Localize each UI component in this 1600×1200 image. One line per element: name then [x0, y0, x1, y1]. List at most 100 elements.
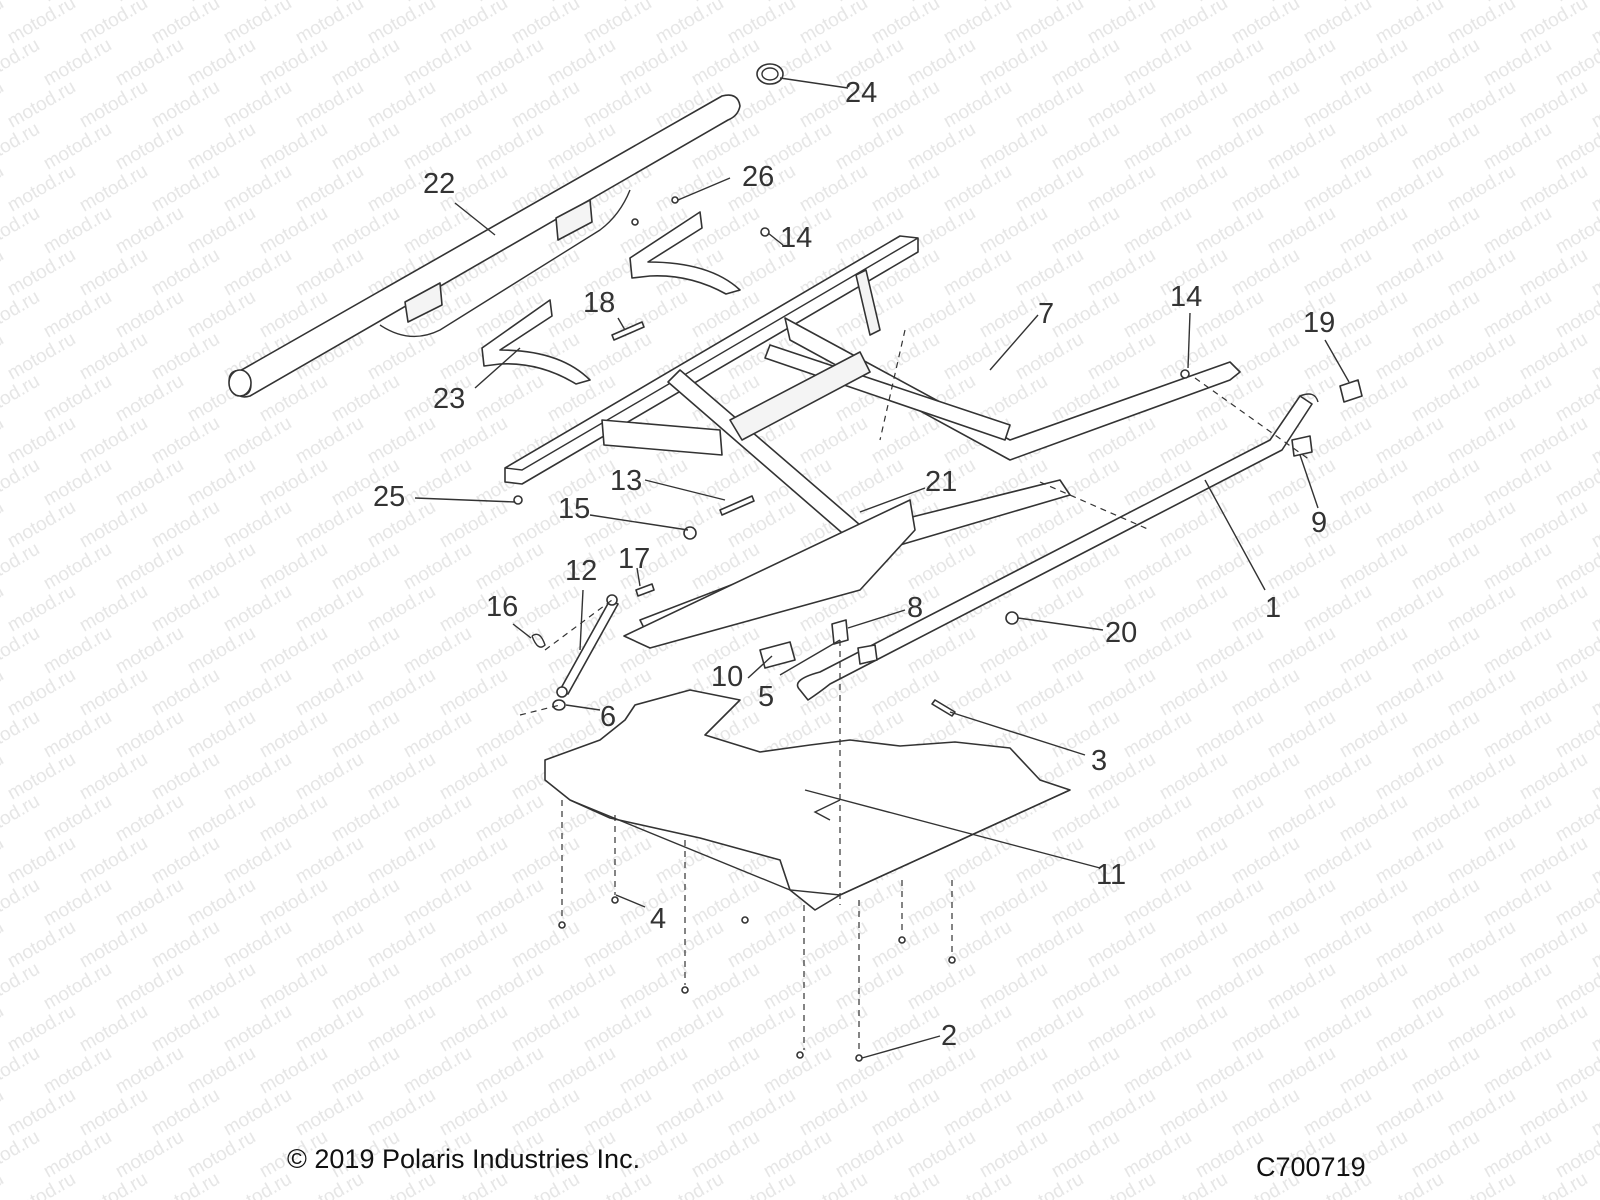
- watermark-text: motod.ru: [472, 707, 547, 763]
- watermark-text: motod.ru: [1516, 77, 1591, 133]
- watermark-text: motod.ru: [0, 161, 7, 217]
- watermark-text: motod.ru: [1120, 1127, 1195, 1183]
- watermark-text: motod.ru: [148, 161, 223, 217]
- watermark-text: motod.ru: [148, 413, 223, 469]
- watermark-text: motod.ru: [76, 0, 151, 48]
- watermark-text: motod.ru: [1408, 875, 1483, 931]
- watermark-text: motod.ru: [472, 959, 547, 1015]
- callout-7: 7: [1038, 298, 1054, 330]
- callout-14a: 14: [780, 222, 812, 254]
- watermark-text: motod.ru: [976, 1043, 1051, 1099]
- watermark-text: motod.ru: [868, 77, 943, 133]
- watermark-text: motod.ru: [364, 1001, 439, 1057]
- watermark-text: motod.ru: [472, 35, 547, 91]
- watermark-text: motod.ru: [292, 1085, 367, 1141]
- watermark-text: motod.ru: [1120, 539, 1195, 595]
- watermark-text: motod.ru: [1336, 455, 1411, 511]
- watermark-text: motod.ru: [76, 665, 151, 721]
- watermark-text: motod.ru: [148, 1169, 223, 1200]
- watermark-text: motod.ru: [112, 371, 187, 427]
- watermark-text: motod.ru: [1408, 371, 1483, 427]
- watermark-text: motod.ru: [1480, 707, 1555, 763]
- watermark-text: motod.ru: [1372, 749, 1447, 805]
- watermark-text: motod.ru: [148, 665, 223, 721]
- watermark-text: motod.ru: [472, 371, 547, 427]
- watermark-text: motod.ru: [400, 119, 475, 175]
- watermark-text: motod.ru: [148, 245, 223, 301]
- watermark-text: motod.ru: [220, 833, 295, 889]
- watermark-text: motod.ru: [76, 917, 151, 973]
- watermark-text: motod.ru: [1408, 707, 1483, 763]
- callout-12: 12: [565, 555, 597, 587]
- watermark-text: motod.ru: [688, 1043, 763, 1099]
- watermark-text: motod.ru: [1192, 119, 1267, 175]
- watermark-text: motod.ru: [1372, 161, 1447, 217]
- watermark-text: motod.ru: [220, 1001, 295, 1057]
- watermark-text: motod.ru: [1228, 329, 1303, 385]
- watermark-text: motod.ru: [436, 77, 511, 133]
- watermark-text: motod.ru: [1264, 455, 1339, 511]
- hardware-fasteners: [513, 196, 1363, 1062]
- watermark-text: motod.ru: [292, 0, 367, 48]
- watermark-text: motod.ru: [1480, 203, 1555, 259]
- watermark-text: motod.ru: [1156, 833, 1231, 889]
- watermark-text: motod.ru: [1516, 749, 1591, 805]
- callout-21: 21: [925, 466, 957, 498]
- watermark-text: motod.ru: [1588, 833, 1600, 889]
- watermark-text: motod.ru: [940, 917, 1015, 973]
- watermark-text: motod.ru: [472, 791, 547, 847]
- watermark-text: motod.ru: [1372, 329, 1447, 385]
- watermark-text: motod.ru: [1480, 1043, 1555, 1099]
- watermark-text: motod.ru: [1192, 875, 1267, 931]
- watermark-text: motod.ru: [40, 1043, 115, 1099]
- watermark-text: motod.ru: [652, 1001, 727, 1057]
- watermark-text: motod.ru: [580, 0, 655, 48]
- watermark-text: motod.ru: [112, 875, 187, 931]
- watermark-text: motod.ru: [1084, 161, 1159, 217]
- watermark-text: motod.ru: [1588, 665, 1600, 721]
- watermark-text: motod.ru: [112, 203, 187, 259]
- watermark-text: motod.ru: [0, 0, 7, 48]
- watermark-text: motod.ru: [1588, 329, 1600, 385]
- watermark-text: motod.ru: [1372, 1085, 1447, 1141]
- watermark-text: motod.ru: [256, 455, 331, 511]
- watermark-text: motod.ru: [1192, 707, 1267, 763]
- watermark-text: motod.ru: [1120, 875, 1195, 931]
- watermark-text: motod.ru: [0, 875, 43, 931]
- watermark-text: motod.ru: [40, 707, 115, 763]
- watermark-text: motod.ru: [4, 749, 79, 805]
- watermark-text: motod.ru: [364, 833, 439, 889]
- watermark-text: motod.ru: [1336, 539, 1411, 595]
- watermark-text: motod.ru: [184, 707, 259, 763]
- watermark-text: motod.ru: [400, 623, 475, 679]
- watermark-text: motod.ru: [1516, 1169, 1591, 1200]
- watermark-text: motod.ru: [1516, 245, 1591, 301]
- watermark-text: motod.ru: [868, 0, 943, 48]
- watermark-text: motod.ru: [904, 35, 979, 91]
- watermark-text: motod.ru: [1336, 35, 1411, 91]
- watermark-text: motod.ru: [724, 0, 799, 48]
- watermark-text: motod.ru: [400, 35, 475, 91]
- watermark-text: motod.ru: [1588, 1001, 1600, 1057]
- watermark-text: motod.ru: [1120, 1043, 1195, 1099]
- watermark-text: motod.ru: [148, 1085, 223, 1141]
- watermark-text: motod.ru: [1372, 1001, 1447, 1057]
- watermark-text: motod.ru: [760, 959, 835, 1015]
- watermark-text: motod.ru: [112, 455, 187, 511]
- watermark-text: motod.ru: [184, 203, 259, 259]
- watermark-text: motod.ru: [148, 0, 223, 48]
- watermark-text: motod.ru: [1372, 581, 1447, 637]
- watermark-text: motod.ru: [1012, 581, 1087, 637]
- watermark-text: motod.ru: [220, 413, 295, 469]
- watermark-text: motod.ru: [220, 1169, 295, 1200]
- watermark-text: motod.ru: [0, 707, 43, 763]
- watermark-text: motod.ru: [1372, 665, 1447, 721]
- watermark-text: motod.ru: [256, 707, 331, 763]
- watermark-text: motod.ru: [148, 1001, 223, 1057]
- watermark-text: motod.ru: [1336, 287, 1411, 343]
- watermark-text: motod.ru: [688, 875, 763, 931]
- watermark-text: motod.ru: [1084, 245, 1159, 301]
- watermark-text: motod.ru: [76, 245, 151, 301]
- watermark-text: motod.ru: [1192, 959, 1267, 1015]
- watermark-text: motod.ru: [40, 455, 115, 511]
